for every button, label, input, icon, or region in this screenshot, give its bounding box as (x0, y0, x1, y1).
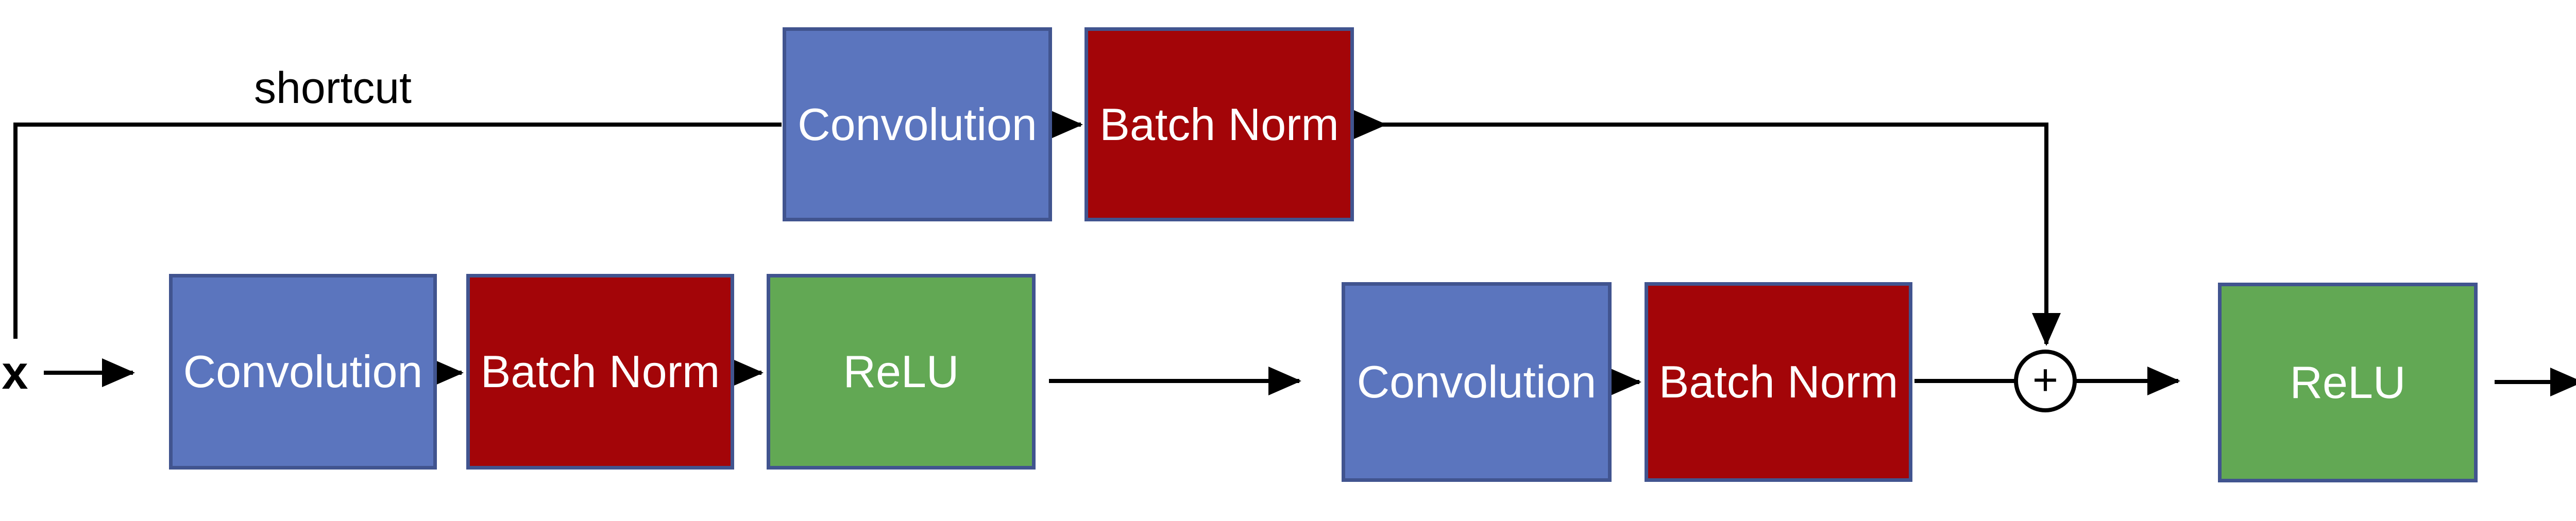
bn1-box: Batch Norm (466, 274, 734, 470)
bn2-label: Batch Norm (1658, 356, 1899, 407)
bn1-label: Batch Norm (480, 346, 720, 397)
conv-shortcut-box: Convolution (783, 27, 1052, 221)
bn-shortcut-box: Batch Norm (1084, 27, 1354, 221)
relu2-box: ReLU (2218, 283, 2478, 482)
input-x-label: x (2, 346, 28, 399)
conv-shortcut-label: Convolution (798, 98, 1037, 150)
shortcut-label: shortcut (254, 63, 412, 113)
bn2-box: Batch Norm (1645, 282, 1912, 482)
adder-circle (2014, 350, 2077, 412)
conv1-label: Convolution (183, 346, 423, 397)
adder-plus-symbol: + (2032, 355, 2059, 405)
bn-shortcut-label: Batch Norm (1099, 98, 1339, 150)
relu1-box: ReLU (767, 274, 1036, 470)
relu1-label: ReLU (843, 346, 959, 397)
conv1-box: Convolution (169, 274, 437, 470)
shortcut-drop-arrow (1385, 123, 2061, 346)
shortcut-elbow-line (13, 123, 782, 339)
conv2-label: Convolution (1357, 356, 1597, 407)
relu2-label: ReLU (2290, 357, 2406, 408)
conv2-box: Convolution (1342, 282, 1612, 482)
